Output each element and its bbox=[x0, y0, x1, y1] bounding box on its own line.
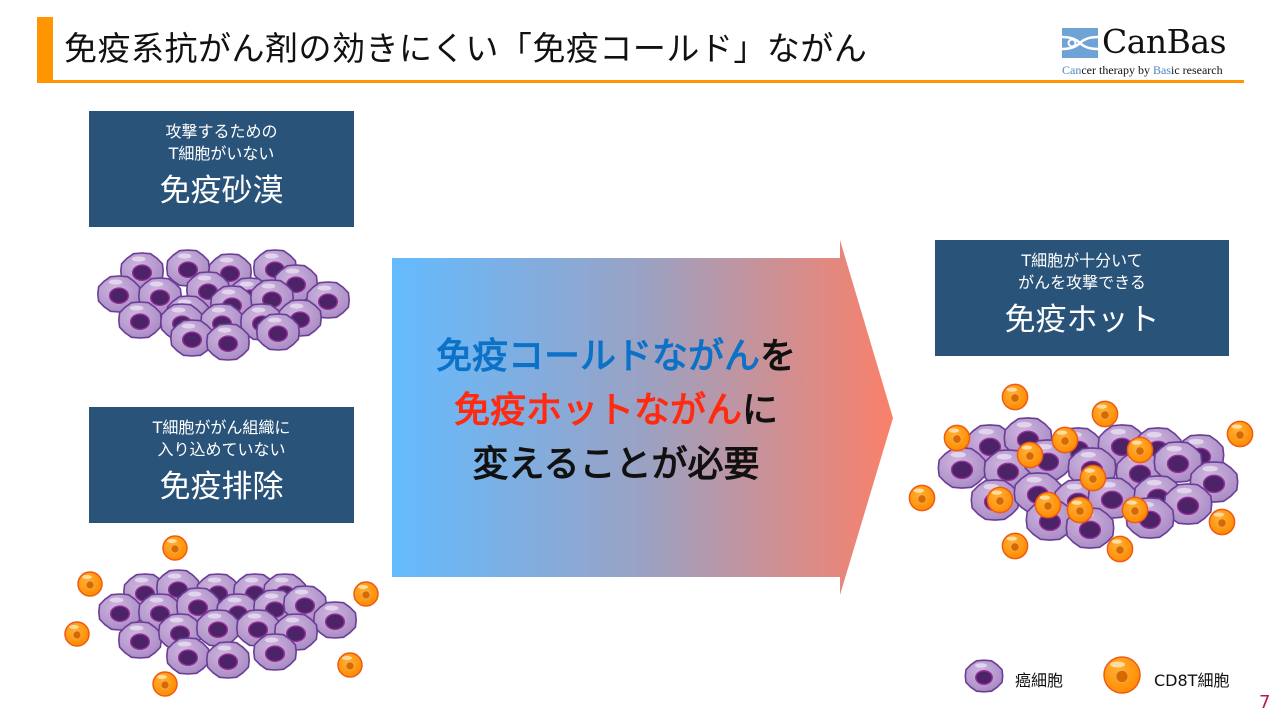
legend-cd8-t-cell-label: CD8T細胞 bbox=[1154, 671, 1230, 690]
immune-hot-cluster bbox=[908, 383, 1254, 563]
logo-tagline-part: Can bbox=[1062, 63, 1082, 77]
legend-cancer-cell-label: 癌細胞 bbox=[1015, 671, 1064, 690]
panel-sub-line: 入り込めていない bbox=[157, 440, 286, 459]
arrow-message-line1: 免疫コールドながんを bbox=[392, 330, 840, 384]
hot-cancer-text: 免疫ホットながん bbox=[453, 390, 742, 431]
arrow-message-line3: 変えることが必要 bbox=[472, 444, 760, 485]
immune-excluded-panel: T細胞ががん組織に 入り込めていない 免疫排除 bbox=[89, 407, 354, 523]
cd8-t-cell-icon bbox=[986, 486, 1014, 514]
panel-sub-line: T細胞がいない bbox=[168, 144, 275, 163]
logo-tagline: Cancer therapy by Basic research bbox=[1062, 63, 1223, 78]
arrow-text-tail: を bbox=[760, 336, 797, 377]
cd8-t-cell-icon bbox=[1001, 532, 1029, 560]
cancer-cell-icon bbox=[1153, 441, 1203, 483]
cancer-cell-icon bbox=[253, 633, 298, 671]
cd8-t-cell-icon bbox=[353, 581, 379, 607]
cancer-cell-icon bbox=[255, 313, 301, 351]
arrow-shape bbox=[392, 240, 893, 595]
arrow-message-line2: 免疫ホットながんに bbox=[392, 384, 840, 438]
cd8-t-cell-icon bbox=[1034, 491, 1062, 519]
cd8-t-cell-icon bbox=[1126, 436, 1154, 464]
panel-sub-line: T細胞ががん組織に bbox=[152, 418, 291, 437]
slide-title: 免疫系抗がん剤の効きにくい「免疫コールド」ながん bbox=[64, 29, 868, 68]
cd8-t-cell-icon bbox=[908, 484, 936, 512]
logo-tagline-part: ic research bbox=[1170, 63, 1223, 77]
cd8-t-cell-icon bbox=[1121, 496, 1149, 524]
logo-mark-icon bbox=[1062, 28, 1098, 58]
page-number: 7 bbox=[1259, 692, 1271, 713]
cancer-cell-icon bbox=[166, 637, 210, 675]
cd8-t-cell-icon bbox=[1001, 383, 1029, 411]
cd8-t-cell-icon bbox=[1091, 400, 1119, 428]
cancer-cell-icon bbox=[170, 319, 214, 357]
panel-sub-line: がんを攻撃できる bbox=[1018, 273, 1146, 292]
cd8-t-cell-icon bbox=[77, 571, 103, 597]
canbas-logo: CanBas Cancer therapy by Basic research bbox=[1062, 22, 1246, 80]
logo-tagline-part: cer therapy by bbox=[1081, 63, 1153, 77]
cd8-t-cell-icon bbox=[337, 652, 363, 678]
panel-sub-line: T細胞が十分いて bbox=[1021, 251, 1143, 270]
cd8-t-cell-icon bbox=[943, 424, 971, 452]
panel-main-label: 免疫砂漠 bbox=[159, 173, 284, 209]
cd8-t-cell-icon bbox=[1016, 441, 1044, 469]
cd8-t-cell-icon bbox=[1103, 656, 1141, 694]
title-underline bbox=[37, 80, 1244, 83]
immune-desert-cluster bbox=[97, 249, 351, 361]
legend-icons bbox=[964, 656, 1141, 694]
cancer-cell-icon bbox=[937, 447, 987, 489]
panel-main-label: 免疫ホット bbox=[1004, 302, 1160, 338]
arrow-message: 免疫コールドながんを 免疫ホットながんに 変えることが必要 bbox=[392, 330, 840, 492]
cd8-t-cell-icon bbox=[1079, 464, 1107, 492]
cd8-t-cell-icon bbox=[152, 671, 178, 697]
cd8-t-cell-icon bbox=[1051, 426, 1079, 454]
arrow-text-tail: に bbox=[742, 390, 779, 431]
cd8-t-cell-icon bbox=[1226, 420, 1254, 448]
cd8-t-cell-icon bbox=[162, 535, 188, 561]
title-accent-bar bbox=[37, 17, 53, 83]
cd8-t-cell-icon bbox=[1208, 508, 1236, 536]
logo-tagline-part: Bas bbox=[1152, 63, 1171, 77]
panel-sub-line: 攻撃するための bbox=[165, 122, 278, 141]
immune-hot-panel: T細胞が十分いて がんを攻撃できる 免疫ホット bbox=[935, 240, 1229, 356]
cold-cancer-text: 免疫コールドながん bbox=[435, 336, 760, 377]
cancer-cell-icon bbox=[964, 659, 1004, 693]
cancer-cell-icon bbox=[206, 641, 250, 679]
cancer-cell-icon bbox=[118, 301, 162, 339]
cd8-t-cell-icon bbox=[64, 621, 90, 647]
cancer-cell-icon bbox=[97, 275, 141, 313]
logo-name: CanBas bbox=[1102, 22, 1227, 61]
cancer-cell-icon bbox=[206, 323, 250, 361]
cancer-cell-icon bbox=[196, 609, 240, 647]
cancer-cell-icon bbox=[98, 593, 142, 631]
immune-desert-panel: 攻撃するための T細胞がいない 免疫砂漠 bbox=[89, 111, 354, 227]
cancer-cell-icon bbox=[118, 621, 162, 659]
cd8-t-cell-icon bbox=[1066, 496, 1094, 524]
panel-main-label: 免疫排除 bbox=[159, 469, 284, 505]
cancer-cell-icon bbox=[312, 601, 358, 639]
immune-excluded-cluster bbox=[64, 535, 379, 697]
cd8-t-cell-icon bbox=[1106, 535, 1134, 563]
